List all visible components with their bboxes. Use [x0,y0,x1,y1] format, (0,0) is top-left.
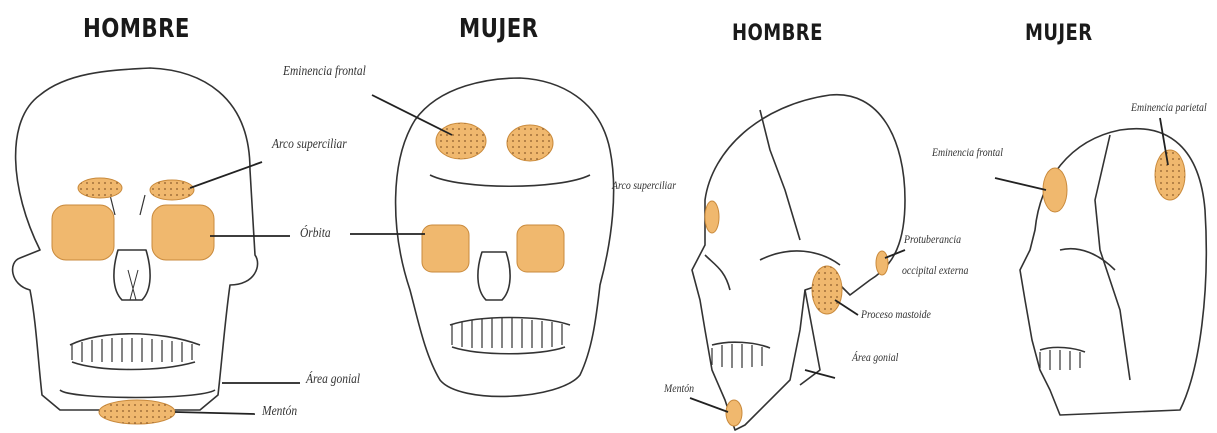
title-side-female: MUJER [1025,21,1093,46]
label-menton-front: Mentón [262,404,297,420]
label-occipital-externa: occipital externa [902,263,968,278]
front-male-skull [13,68,258,410]
label-area-gonial-side: Área gonial [852,350,898,365]
label-orbita: Órbita [300,226,331,242]
label-eminencia-frontal-side: Eminencia frontal [932,145,1003,160]
label-eminencia-parietal: Eminencia parietal [1131,100,1207,115]
title-front-female: MUJER [459,14,539,44]
label-protuberancia: Protuberancia [904,232,961,247]
title-front-male: HOMBRE [83,14,190,44]
label-area-gonial-front: Área gonial [306,372,360,388]
front-female-features [422,123,564,272]
label-eminencia-frontal-female: Eminencia frontal [283,64,366,80]
front-male-features [52,178,214,424]
side-male-leader-lines [690,250,905,412]
title-side-male: HOMBRE [732,21,823,46]
label-arco-superciliar-female: Arco superciliar [612,178,676,193]
side-female-features [1043,150,1185,212]
label-menton-side: Mentón [664,381,694,396]
front-female-leader-lines [350,95,452,234]
label-proceso-mastoide: Proceso mastoide [861,307,931,322]
label-arco-superciliar-male: Arco superciliar [272,137,347,153]
front-male-leader-lines [175,162,300,414]
side-male-skull [692,95,905,430]
